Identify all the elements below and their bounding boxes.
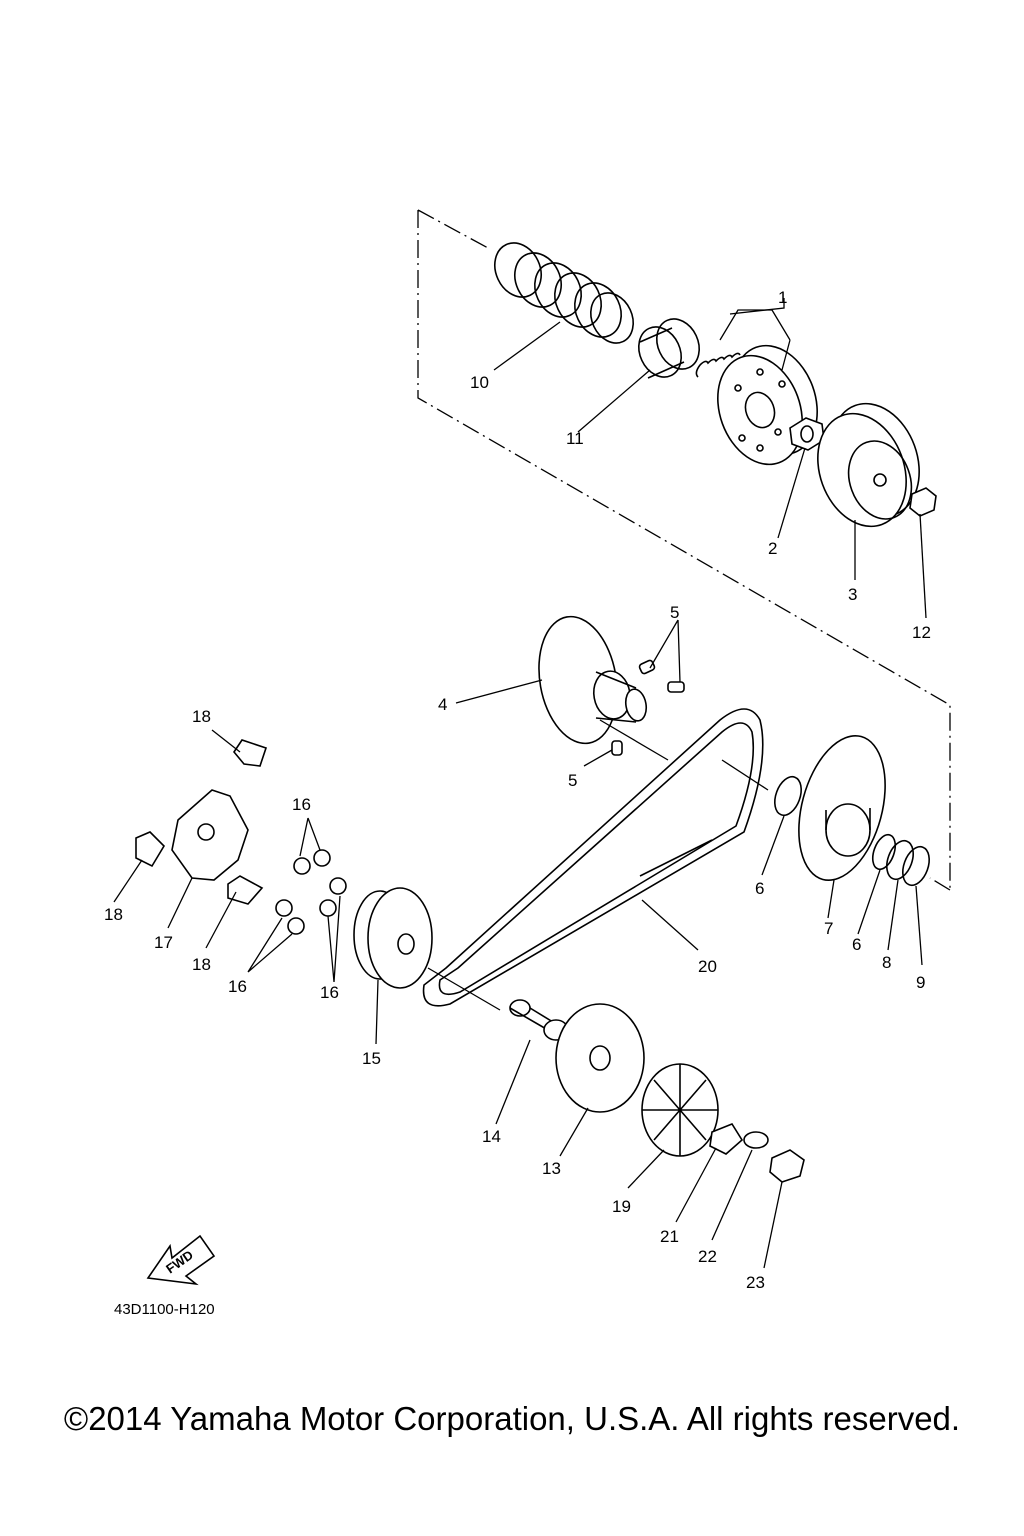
callout-6a: 6 (755, 879, 764, 898)
callout-18a: 18 (192, 707, 211, 726)
callout-6b: 6 (852, 935, 861, 954)
secondary-sliding-sheave (538, 615, 648, 745)
callout-22: 22 (698, 1247, 717, 1266)
callout-16a: 16 (292, 795, 311, 814)
callout-21: 21 (660, 1227, 679, 1246)
clutch-housing (817, 402, 920, 528)
callout-9: 9 (916, 973, 925, 992)
callout-2: 2 (768, 539, 777, 558)
callout-5b: 5 (568, 771, 577, 790)
callout-14: 14 (482, 1127, 501, 1146)
assembly-boundary-line (417, 209, 951, 891)
callout-12: 12 (912, 623, 931, 642)
callout-10: 10 (470, 373, 489, 392)
plate-washer (743, 1131, 769, 1149)
callout-18c: 18 (192, 955, 211, 974)
callout-4: 4 (438, 695, 447, 714)
clutch-spring (494, 242, 634, 344)
v-belt (422, 708, 764, 1007)
ratchet-washer (709, 1123, 744, 1155)
callout-17: 17 (154, 933, 173, 952)
oil-seal-9 (902, 845, 930, 887)
callout-13: 13 (542, 1159, 561, 1178)
o-ring-right (871, 833, 897, 871)
housing-nut (909, 487, 937, 517)
callout-20: 20 (698, 957, 717, 976)
callout-7: 7 (824, 919, 833, 938)
o-ring-left (774, 775, 802, 817)
primary-fixed-sheave (555, 1003, 645, 1113)
slider-pieces (135, 739, 268, 905)
fwd-arrow-icon: FWD (146, 1234, 216, 1286)
callout-11: 11 (566, 429, 584, 448)
secondary-fixed-sheave (798, 734, 886, 882)
clutch-shoe-spring (695, 352, 741, 378)
leader-lines (113, 298, 927, 1269)
cam-plate (171, 789, 249, 881)
drawing-code: 43D1100-H120 (114, 1301, 215, 1318)
callout-8: 8 (882, 953, 891, 972)
callout-15: 15 (362, 1049, 381, 1068)
callout-19: 19 (612, 1197, 631, 1216)
cooling-fan (641, 1063, 719, 1157)
spring-seat-collar (638, 318, 700, 379)
guide-pins (611, 659, 685, 756)
callout-3: 3 (848, 585, 857, 604)
callout-18b: 18 (104, 905, 123, 924)
sheave-nut (769, 1149, 805, 1183)
callout-16b: 16 (228, 977, 247, 996)
callout-23: 23 (746, 1273, 765, 1292)
clutch-carrier-assembly (717, 344, 818, 466)
weight-rollers (275, 849, 347, 935)
callout-1: 1 (778, 288, 787, 307)
primary-collar (509, 999, 569, 1041)
copyright-notice: ©2014 Yamaha Motor Corporation, U.S.A. A… (63, 1400, 961, 1437)
oil-seal-8 (886, 839, 914, 881)
primary-sliding-sheave (353, 887, 433, 989)
callout-5a: 5 (670, 603, 679, 622)
callout-numbers: 1 2 3 4 5 5 6 7 6 8 9 10 11 12 13 14 15 … (104, 288, 931, 1292)
callout-16c: 16 (320, 983, 339, 1002)
